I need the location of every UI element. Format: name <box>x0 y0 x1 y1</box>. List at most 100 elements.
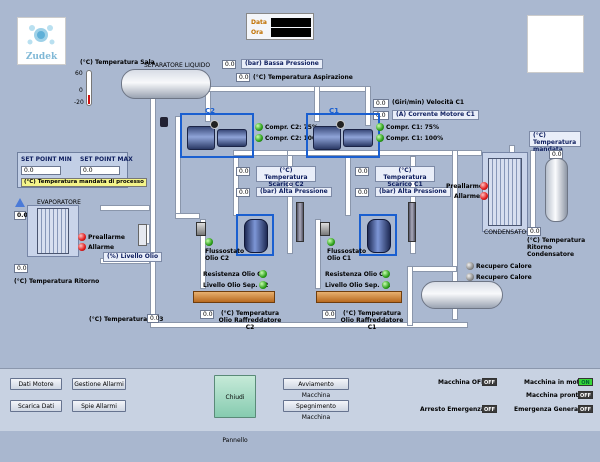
date-value <box>271 18 311 27</box>
heat-recovery-tank <box>421 281 503 309</box>
c2-screw-compressor <box>244 219 268 253</box>
heat-rec-1-led <box>466 262 474 270</box>
setpoint-min-value[interactable]: 0.0 <box>21 166 61 175</box>
status-arresto-label: Arresto Emergenza <box>420 406 485 413</box>
c1-100-led <box>376 134 384 142</box>
evap-alarm-led <box>78 243 86 251</box>
datetime-box: Data Ora <box>246 13 314 40</box>
room-temp-label: (°C) Temperatura Sala <box>80 59 155 66</box>
oil-level-label: (%) Livello Olio <box>103 252 163 262</box>
c2-discharge-value: 0.0 <box>236 167 250 176</box>
c2-oil-cooler <box>193 291 275 303</box>
c2-100-label: Compr. C2: 100% <box>265 135 323 142</box>
logo-icon <box>27 25 55 45</box>
gestione-allarmi-button[interactable]: Gestione Allarmi <box>72 378 126 390</box>
spie-allarmi-button[interactable]: Spie Allarmi <box>72 400 126 412</box>
dati-motore-button[interactable]: Dati Motore <box>10 378 62 390</box>
status-pronta-label: Macchina pronta <box>526 392 583 399</box>
oil-level-indicator <box>138 224 147 246</box>
c2-res-label: Resistenza Olio C2 <box>203 271 266 278</box>
scarica-dati-button[interactable]: Scarica Dati <box>10 400 62 412</box>
thermometer-icon <box>86 70 92 106</box>
pipe <box>345 156 351 216</box>
c1-res-label: Resistenza Olio C1 <box>325 271 388 278</box>
c2-100-led <box>255 134 263 142</box>
c1-discharge-label: (°C) Temperatura Scarico C1 <box>375 166 435 188</box>
condenser <box>488 158 522 226</box>
c1-level-led <box>382 281 390 289</box>
heat-rec-2-label: Recupero Calore <box>476 274 532 281</box>
condenser-delivery-label: (°C) Temperatura mandata <box>529 131 581 153</box>
c2-compressor-frame <box>236 214 274 256</box>
chiudi-pannello-button[interactable]: Chiudi Pannello <box>214 375 256 444</box>
pipe <box>175 213 200 219</box>
brand-name: Zudek <box>25 52 58 62</box>
c1-level-label: Livello Olio Sep. C1 <box>325 282 391 289</box>
c2-tag: C2 <box>205 107 216 115</box>
status-in-moto-switch[interactable]: ON <box>578 378 593 386</box>
status-pronta-switch[interactable]: OFF <box>578 391 593 399</box>
pipe <box>200 219 206 289</box>
control-bar: Dati Motore Gestione Allarmi Scarica Dat… <box>0 368 600 444</box>
c2-res-led <box>259 270 267 278</box>
nh3-temp-value: 0.0 <box>147 314 160 323</box>
motor-speed-value: 0.0 <box>373 99 389 108</box>
c2-level-led <box>259 281 267 289</box>
avviamento-button[interactable]: Avviamento Macchina <box>283 378 349 399</box>
c2-75-led <box>255 123 263 131</box>
condenser-return-label: (°C) Temperatura Ritorno Condensatore <box>527 237 586 258</box>
c2-level-label: Livello Olio Sep. C2 <box>203 282 269 289</box>
c1-compressor-frame <box>359 214 397 256</box>
setpoint-max-value[interactable]: 0.0 <box>80 166 120 175</box>
nh3-temp-label: (°C) Temperatura NH3 <box>89 316 164 323</box>
top-right-panel <box>527 15 584 73</box>
warning-triangle-icon <box>15 198 25 207</box>
pipe <box>233 150 239 216</box>
pipe <box>452 150 458 320</box>
status-off-label: Macchina OFF <box>438 379 486 386</box>
motor-current-value: 0.0 <box>373 111 389 120</box>
scale-60: 60 <box>75 70 83 77</box>
separator-label: SEPARATORE LIQUIDO <box>144 62 211 69</box>
status-emergenza-switch[interactable]: OFF <box>578 405 593 413</box>
status-off-switch[interactable]: OFF <box>482 378 497 386</box>
c1-hp-value: 0.0 <box>355 188 369 197</box>
logo: Zudek <box>17 17 66 65</box>
spegnimento-button[interactable]: Spegnimento Macchina <box>283 400 349 421</box>
status-in-moto-label: Macchina in moto <box>524 379 584 386</box>
pipe <box>100 205 150 211</box>
c1-hp-label: (bar) Alta Pressione <box>375 187 451 197</box>
c2-sensor <box>296 202 304 242</box>
c1-oil-temp-label: (°C) Temperatura Olio Raffreddatore C1 <box>340 310 404 331</box>
c2-flow-label: Flussostato Olio C2 <box>205 248 245 262</box>
pipe <box>314 86 320 122</box>
c1-oil-cooler <box>316 291 402 303</box>
suction-temp-value: 0.0 <box>236 73 250 82</box>
c2-hp-value: 0.0 <box>236 188 250 197</box>
pipe <box>205 86 370 92</box>
date-label: Data <box>251 19 267 26</box>
evap-prealarm-label: Preallarme <box>88 234 125 241</box>
c2-flow-led <box>205 238 213 246</box>
c2-hp-label: (bar) Alta Pressione <box>256 187 332 197</box>
pipe <box>407 266 413 326</box>
condenser-receiver <box>545 158 568 222</box>
setpoint-min-label: SET POINT MIN <box>21 156 72 163</box>
c2-oil-temp-value: 0.0 <box>200 310 214 319</box>
pipe <box>407 266 457 272</box>
c2-75-label: Compr. C2: 75% <box>265 124 318 131</box>
scale-0: 0 <box>79 87 83 94</box>
c2-motor-frame <box>180 113 254 158</box>
low-pressure-value: 0.0 <box>222 60 236 69</box>
evaporator-value: 0.0 <box>14 211 28 220</box>
condenser-alarm-led <box>480 192 488 200</box>
c1-tag: C1 <box>329 107 340 115</box>
time-value <box>271 28 311 37</box>
evaporator <box>37 208 69 254</box>
c2-oil-temp-label: (°C) Temperatura Olio Raffreddatore C2 <box>218 310 282 331</box>
condenser-prealarm-label: Preallarme <box>446 183 483 190</box>
pipe <box>530 150 536 230</box>
status-arresto-switch[interactable]: OFF <box>482 405 497 413</box>
c2-motor <box>187 126 215 150</box>
condenser-return-value: 0.0 <box>527 227 541 236</box>
